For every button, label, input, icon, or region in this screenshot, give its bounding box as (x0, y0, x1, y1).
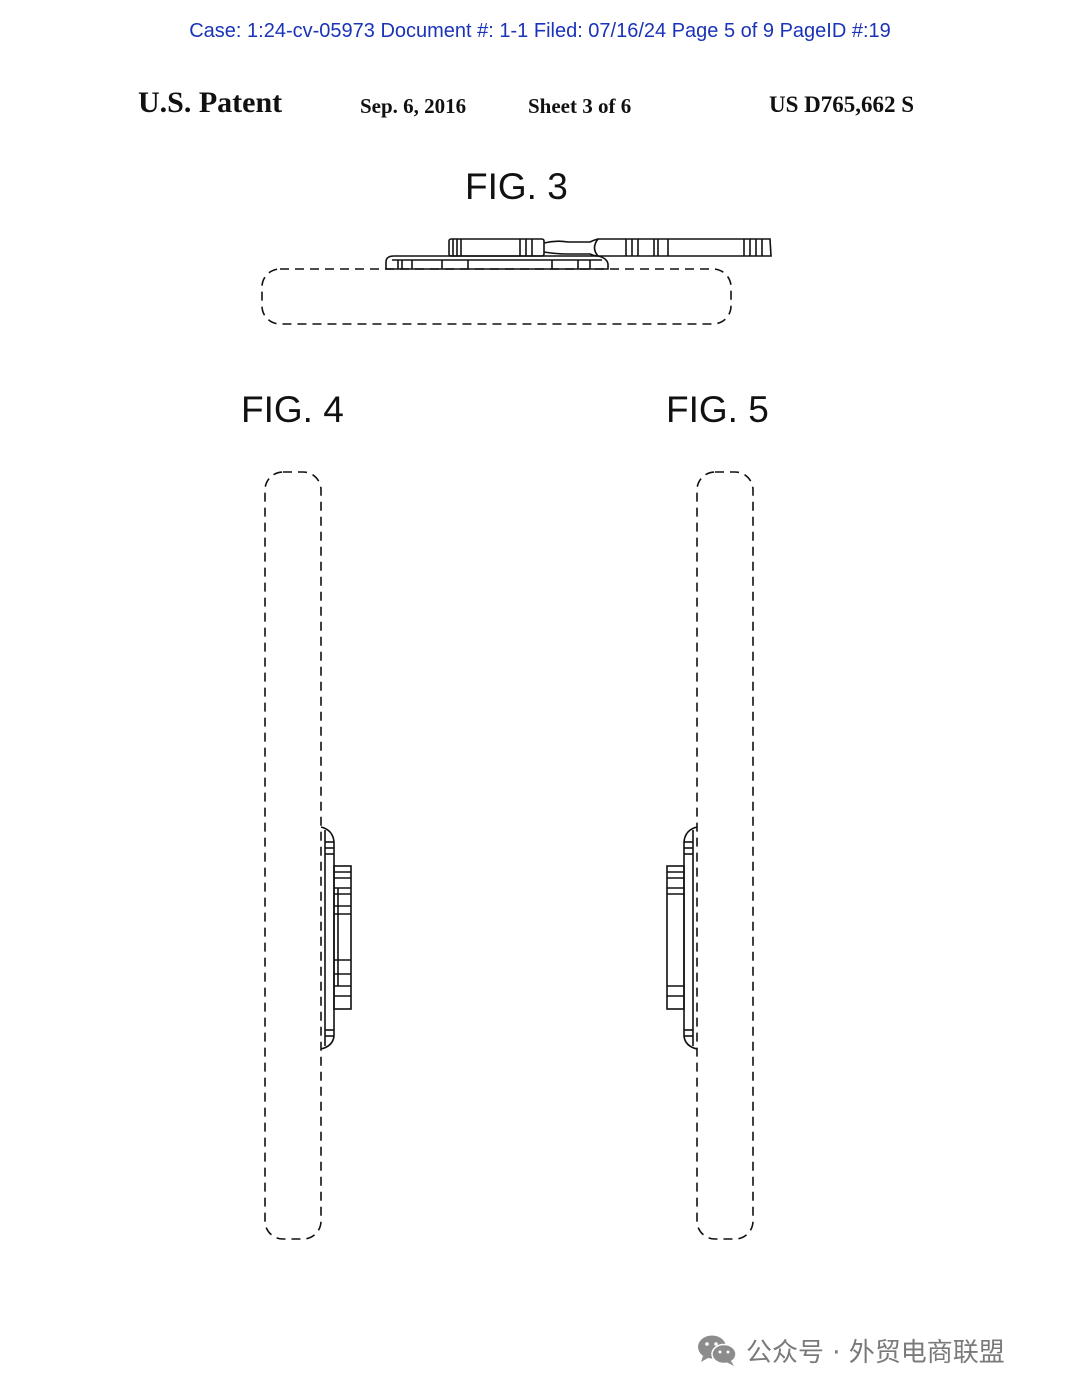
fig-5-base-plate (683, 826, 698, 1050)
patent-number: US D765,662 S (769, 92, 915, 117)
fig-4-label: FIG. 4 (241, 389, 344, 430)
fig-5-phone-outline (696, 471, 754, 1240)
fig-3-left-knob (448, 238, 545, 257)
fig-3-label: FIG. 3 (465, 166, 568, 207)
fig-5-label: FIG. 5 (666, 389, 769, 430)
case-header: Case: 1:24-cv-05973 Document #: 1-1 File… (189, 20, 891, 42)
patent-date: Sep. 6, 2016 (360, 94, 467, 118)
fig-3-base-plate (385, 255, 609, 270)
fig-4-drawing (264, 471, 352, 1240)
fig-3-right-flap (593, 238, 772, 257)
fig-3-phone-outline (261, 268, 732, 325)
fig-4-phone-outline (264, 471, 322, 1240)
sheet-number: Sheet 3 of 6 (528, 94, 632, 118)
patent-title: U.S. Patent (138, 86, 283, 119)
watermark-text: 公众号 · 外贸电商联盟 (746, 1337, 1005, 1368)
fig-5-knob (666, 865, 685, 1010)
watermark: 公众号 · 外贸电商联盟 (696, 1330, 1005, 1370)
fig-3-hinge (543, 238, 599, 244)
fig-4-base-plate (320, 826, 335, 1050)
fig-3-drawing (261, 238, 772, 325)
fig-4-knob (333, 865, 352, 1010)
fig-5-drawing (666, 471, 754, 1240)
patent-header: U.S. Patent Sep. 6, 2016 Sheet 3 of 6 US… (0, 86, 1080, 126)
wechat-icon (698, 1335, 737, 1366)
